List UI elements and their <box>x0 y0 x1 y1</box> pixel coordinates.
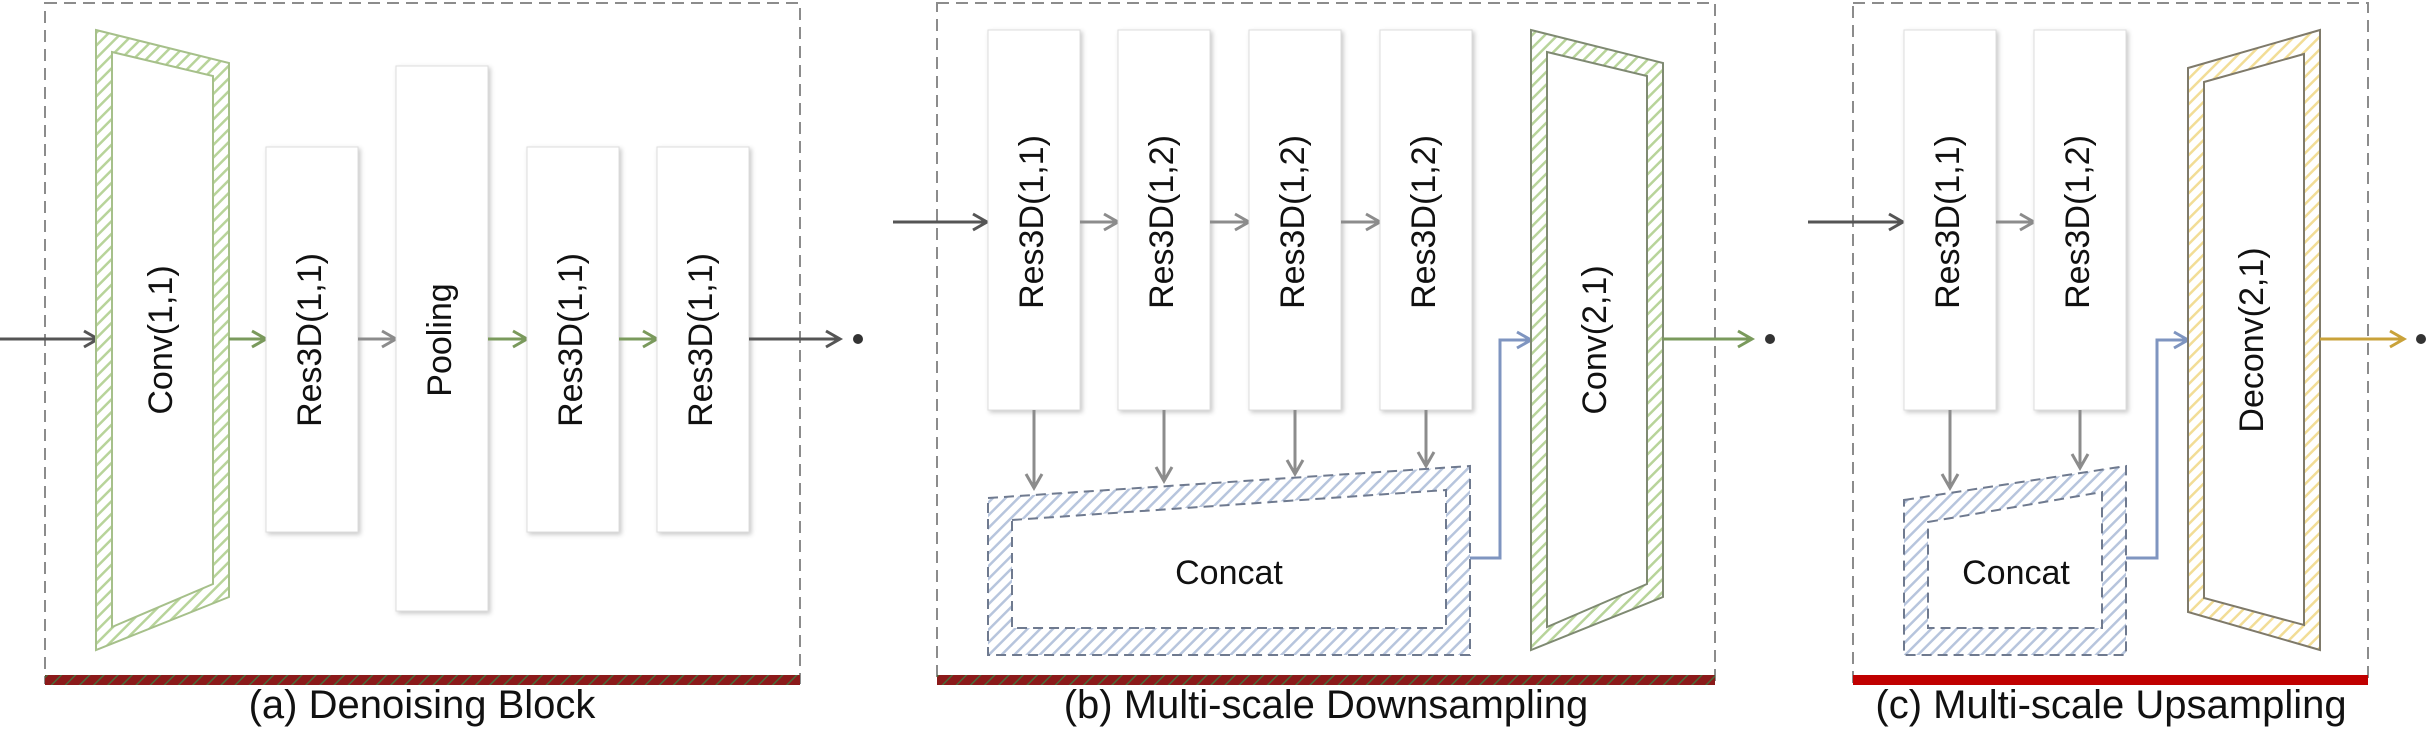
panel-a-block-1 <box>265 146 359 533</box>
panel-b-block-3 <box>1248 29 1342 411</box>
panel-c-multiscale-upsampling: Res3D(1,1) Res3D(1,2) Concat Deconv(2,1)… <box>1808 2 2426 727</box>
panel-c-block-1-label: Res3D(1,1) <box>1929 135 1967 309</box>
panel-a-block-3-label: Res3D(1,1) <box>552 253 590 427</box>
panel-b-caption: (b) Multi-scale Downsampling <box>1064 683 1589 727</box>
panel-a-conv-label: Conv(1,1) <box>142 265 180 414</box>
panel-c-deconv-block: Deconv(2,1) <box>2187 28 2321 652</box>
panel-c-output-dot <box>2416 334 2426 344</box>
panel-b-multiscale-downsampling: Res3D(1,1) Res3D(1,2) Res3D(1,2) Res3D(1… <box>893 2 1775 727</box>
panel-b-block-4-label: Res3D(1,2) <box>1405 135 1443 309</box>
panel-b-block-4 <box>1379 29 1473 411</box>
panel-b-block-3-label: Res3D(1,2) <box>1274 135 1312 309</box>
panel-c-concat-to-deconv-arrow <box>2126 330 2192 560</box>
panel-b-conv-label: Conv(2,1) <box>1576 265 1614 414</box>
panel-b-block-2 <box>1117 29 1211 411</box>
panel-c-block-1 <box>1903 29 1997 411</box>
panel-b-block-1-label: Res3D(1,1) <box>1013 135 1051 309</box>
panel-b-conv-block: Conv(2,1) <box>1530 28 1664 652</box>
panel-a-conv-block: Conv(1,1) <box>95 28 230 652</box>
panel-a-block-2-label: Pooling <box>421 283 459 396</box>
panel-a-block-2 <box>395 65 489 612</box>
panel-c-concat-label: Concat <box>1962 554 2070 592</box>
panel-b-block-2-label: Res3D(1,2) <box>1143 135 1181 309</box>
panel-a-block-1-label: Res3D(1,1) <box>291 253 329 427</box>
panel-b-output-dot <box>1765 334 1775 344</box>
panel-c-deconv-label: Deconv(2,1) <box>2233 247 2271 432</box>
panel-a-output-dot <box>853 334 863 344</box>
panel-a-denoising-block: Conv(1,1) Res3D(1,1) Pooling Res3D(1,1) … <box>0 2 863 727</box>
panel-b-block-1 <box>987 29 1081 411</box>
panel-a-bottom-bar <box>45 675 800 685</box>
panel-c-concat-block: Concat <box>1903 464 2127 656</box>
panel-c-bottom-bar <box>1853 675 2368 685</box>
panel-b-bottom-bar <box>937 675 1715 685</box>
panel-b-concat-to-conv-arrow <box>1470 330 1535 560</box>
panel-b-concat-block: Concat <box>987 464 1471 656</box>
panel-a-caption: (a) Denoising Block <box>249 683 597 727</box>
panel-c-caption: (c) Multi-scale Upsampling <box>1875 683 2346 727</box>
panel-b-concat-label: Concat <box>1175 554 1283 592</box>
panel-c-block-2-label: Res3D(1,2) <box>2059 135 2097 309</box>
panel-c-block-2 <box>2033 29 2127 411</box>
panel-a-block-4-label: Res3D(1,1) <box>682 253 720 427</box>
